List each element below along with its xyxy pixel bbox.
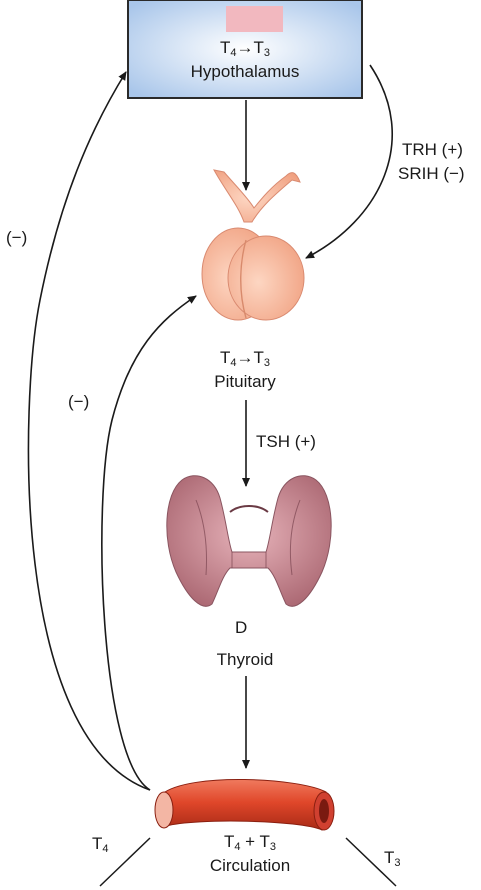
thyroid-partial-label: D	[235, 618, 247, 638]
t4-bottom-label: T4	[92, 834, 109, 854]
hypothalamus-tab	[226, 6, 283, 32]
tsh-label: TSH (+)	[256, 432, 316, 452]
trh-label: TRH (+)	[402, 140, 463, 160]
pituitary-label: Pituitary	[185, 372, 305, 392]
thyroid-gland-illustration	[167, 476, 331, 607]
srih-label: SRIH (−)	[398, 164, 465, 184]
circulation-hormones-label: T4 + T3	[200, 832, 300, 852]
thyroid-label: Thyroid	[190, 650, 300, 670]
pituitary-gland-illustration	[202, 170, 304, 320]
hypothalamus-conversion-label: T4→T3	[205, 38, 285, 58]
negative-feedback-label-inner: (−)	[68, 392, 89, 412]
pituitary-conversion-label: T4→T3	[205, 348, 285, 368]
hypothalamus-label: Hypothalamus	[175, 62, 315, 82]
negative-feedback-label-outer: (−)	[6, 228, 27, 248]
t3-bottom-label: T3	[384, 848, 401, 868]
arrow-feedback-to-hypothalamus	[28, 72, 150, 790]
circulation-label: Circulation	[185, 856, 315, 876]
blood-vessel-illustration	[155, 779, 334, 830]
